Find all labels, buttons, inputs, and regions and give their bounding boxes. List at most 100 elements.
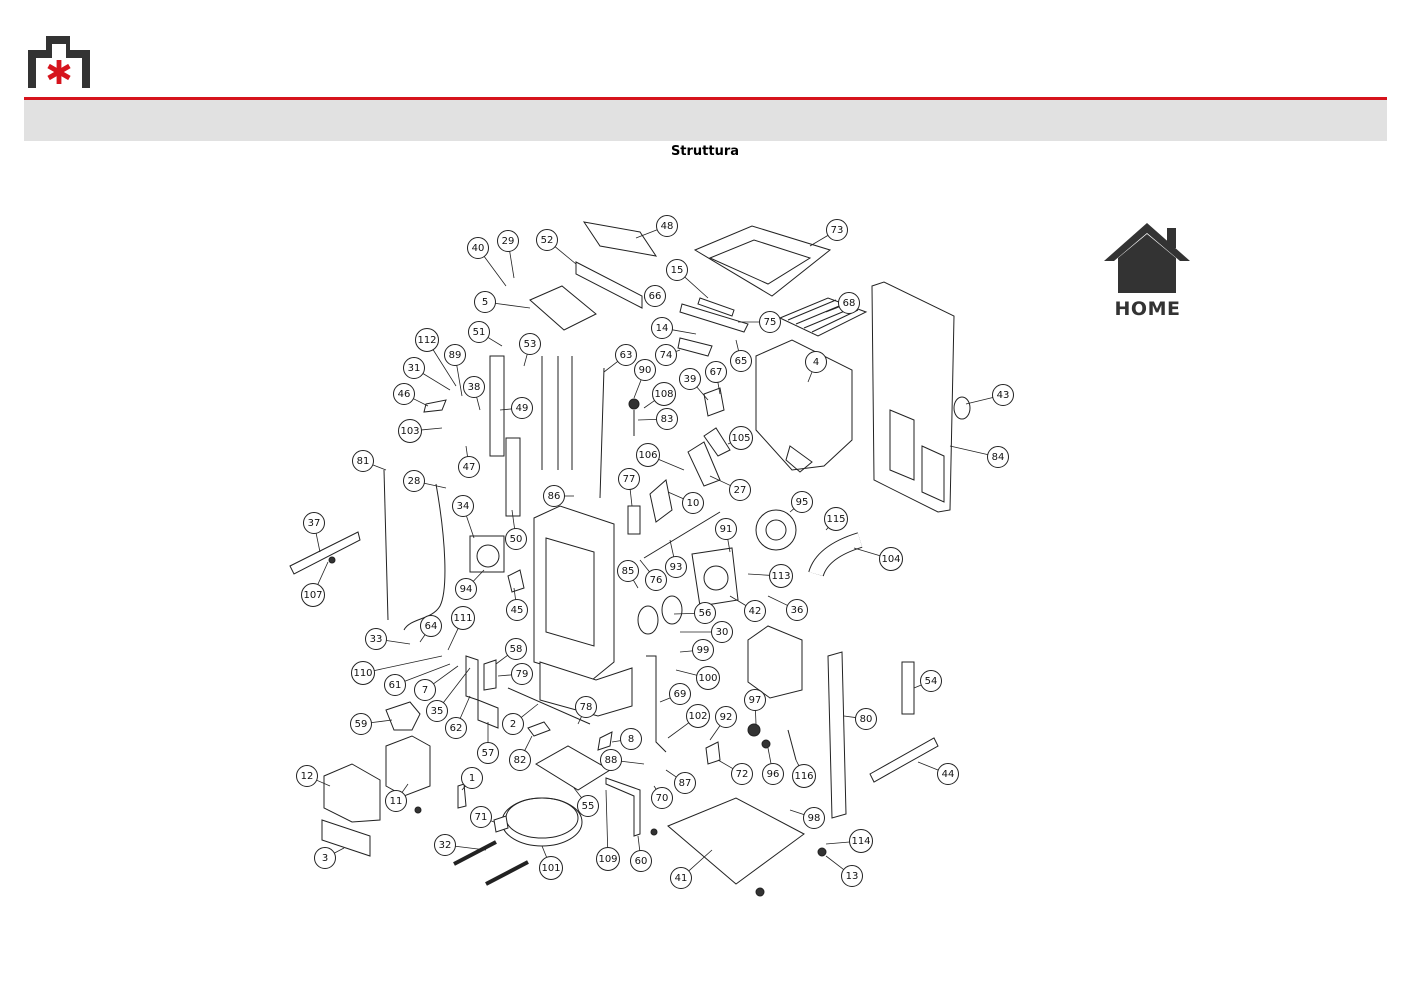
- part-bracket-60: [605, 777, 641, 837]
- callout-circle: [620, 728, 642, 750]
- callout-label: 63: [620, 350, 633, 361]
- leader-line-55: [573, 787, 582, 798]
- leader-line-4: [807, 371, 813, 383]
- callout-47: 47: [458, 456, 480, 478]
- callout-circle: [452, 495, 474, 517]
- part-side-panel-window: [889, 409, 915, 481]
- callout-circle: [615, 344, 637, 366]
- callout-circle: [575, 696, 597, 718]
- callout-label: 103: [400, 426, 419, 437]
- callout-label: 115: [826, 514, 845, 525]
- callout-label: 81: [357, 456, 370, 467]
- part-bracket-82: [527, 721, 551, 737]
- part-bracket-52: [575, 261, 643, 309]
- callout-4: 4: [805, 351, 827, 373]
- callout-label: 10: [687, 498, 700, 509]
- home-button[interactable]: HOME: [1100, 218, 1195, 322]
- callout-circle: [403, 470, 425, 492]
- leader-line-61: [404, 663, 451, 682]
- callout-circle: [711, 621, 733, 643]
- leader-line-108: [643, 400, 655, 409]
- callout-label: 32: [439, 840, 452, 851]
- leader-line-73: [809, 235, 829, 247]
- callout-circle: [445, 717, 467, 739]
- leader-line-93: [669, 539, 675, 557]
- callout-circle: [463, 376, 485, 398]
- callout-circle: [455, 578, 477, 600]
- callout-label: 40: [472, 243, 485, 254]
- leader-line-63: [603, 361, 618, 373]
- callout-circle: [600, 749, 622, 771]
- leader-line-34: [466, 515, 475, 539]
- callout-104: 104: [879, 547, 903, 571]
- callout-circle: [849, 829, 873, 853]
- callout-label: 80: [860, 714, 873, 725]
- callout-circle: [543, 485, 565, 507]
- callout-label: 35: [431, 706, 444, 717]
- leader-line-67: [717, 382, 721, 395]
- part-box-12: [323, 763, 381, 823]
- callout-27: 27: [729, 479, 751, 501]
- callout-label: 94: [460, 584, 473, 595]
- part-13: [817, 847, 827, 857]
- callout-31: 31: [403, 357, 425, 379]
- callout-label: 39: [684, 374, 697, 385]
- callout-circle: [731, 763, 753, 785]
- callout-98: 98: [803, 807, 825, 829]
- callout-111: 111: [451, 606, 475, 630]
- callout-72: 72: [731, 763, 753, 785]
- callout-label: 77: [623, 474, 636, 485]
- leader-line-101: [541, 845, 548, 858]
- callout-42: 42: [744, 600, 766, 622]
- leader-line-14: [672, 329, 697, 335]
- callout-circle: [665, 556, 687, 578]
- part-cable-28: [403, 483, 446, 631]
- callout-circle: [384, 674, 406, 696]
- callout-41: 41: [670, 867, 692, 889]
- leader-line-116: [795, 759, 800, 766]
- callout-label: 8: [628, 734, 634, 745]
- part-77: [627, 505, 641, 535]
- leader-line-65: [735, 339, 739, 351]
- callout-label: 47: [463, 462, 476, 473]
- callout-99: 99: [692, 639, 714, 661]
- callout-label: 57: [482, 748, 495, 759]
- callout-label: 46: [398, 389, 411, 400]
- callout-label: 104: [881, 554, 900, 565]
- leader-line-48: [635, 229, 658, 239]
- callout-label: 100: [698, 673, 717, 684]
- callout-circle: [511, 397, 533, 419]
- callout-circle: [505, 528, 527, 550]
- leader-line-12: [316, 779, 331, 787]
- callout-11: 11: [385, 790, 407, 812]
- callout-80: 80: [855, 708, 877, 730]
- callout-circle: [656, 408, 678, 430]
- part-base-plate-41: [667, 797, 805, 885]
- callout-label: 36: [791, 605, 804, 616]
- callout-circle: [696, 666, 720, 690]
- part-vent-54: [901, 661, 915, 715]
- callout-34: 34: [452, 495, 474, 517]
- part-tubes-63: [541, 356, 605, 499]
- callout-label: 51: [473, 327, 486, 338]
- callout-circle: [803, 807, 825, 829]
- callout-label: 109: [598, 854, 617, 865]
- callout-circle: [651, 317, 673, 339]
- callout-circle: [468, 321, 490, 343]
- callout-116: 116: [792, 764, 816, 788]
- callout-circle: [577, 795, 599, 817]
- leader-line-98: [789, 809, 805, 816]
- callout-circle: [730, 350, 752, 372]
- leader-line-56: [673, 612, 695, 615]
- callout-75: 75: [759, 311, 781, 333]
- callout-105: 105: [729, 426, 753, 450]
- callout-32: 32: [434, 834, 456, 856]
- callout-label: 105: [731, 433, 750, 444]
- callout-label: 34: [457, 501, 470, 512]
- callout-label: 68: [843, 298, 856, 309]
- callout-label: 108: [654, 389, 673, 400]
- callout-circle: [792, 764, 816, 788]
- callout-14: 14: [651, 317, 673, 339]
- callout-circle: [301, 583, 325, 607]
- callout-3: 3: [314, 847, 336, 869]
